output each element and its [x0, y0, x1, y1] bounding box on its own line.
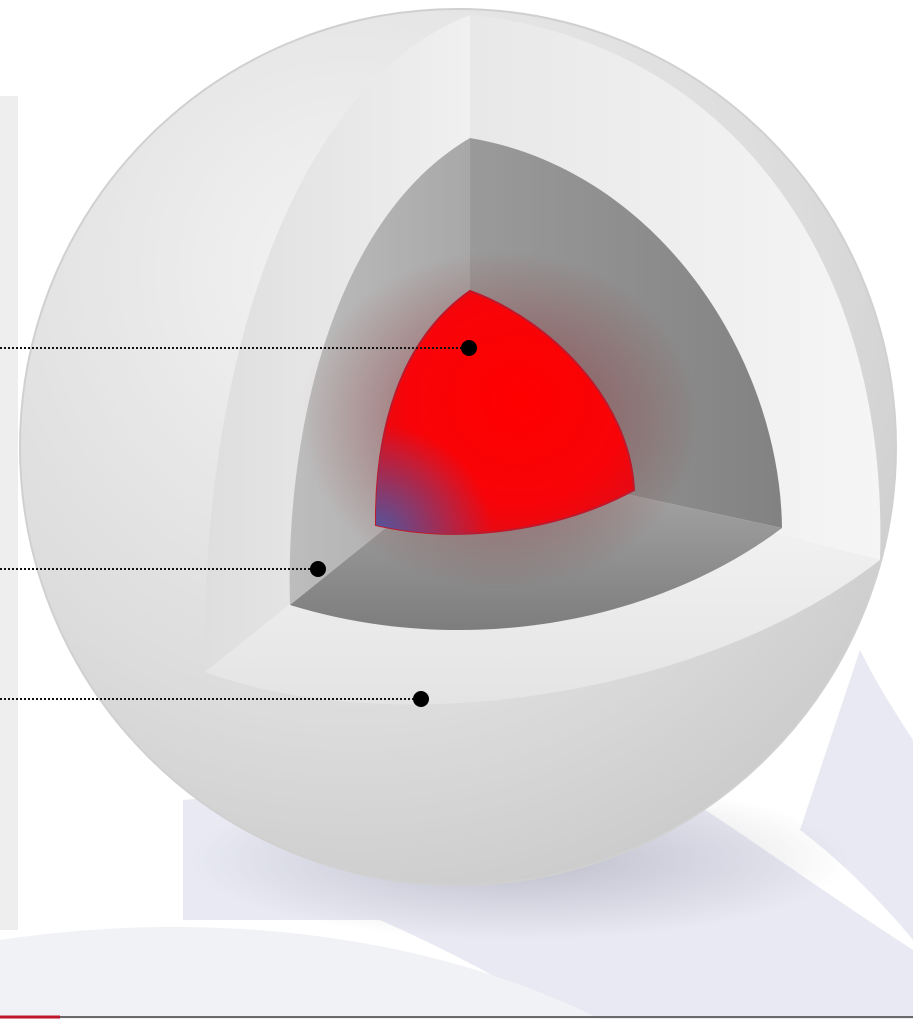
callout-dot-inner-core: [461, 340, 477, 356]
callout-dot-mantle: [310, 561, 326, 577]
callout-dot-crust: [413, 691, 429, 707]
